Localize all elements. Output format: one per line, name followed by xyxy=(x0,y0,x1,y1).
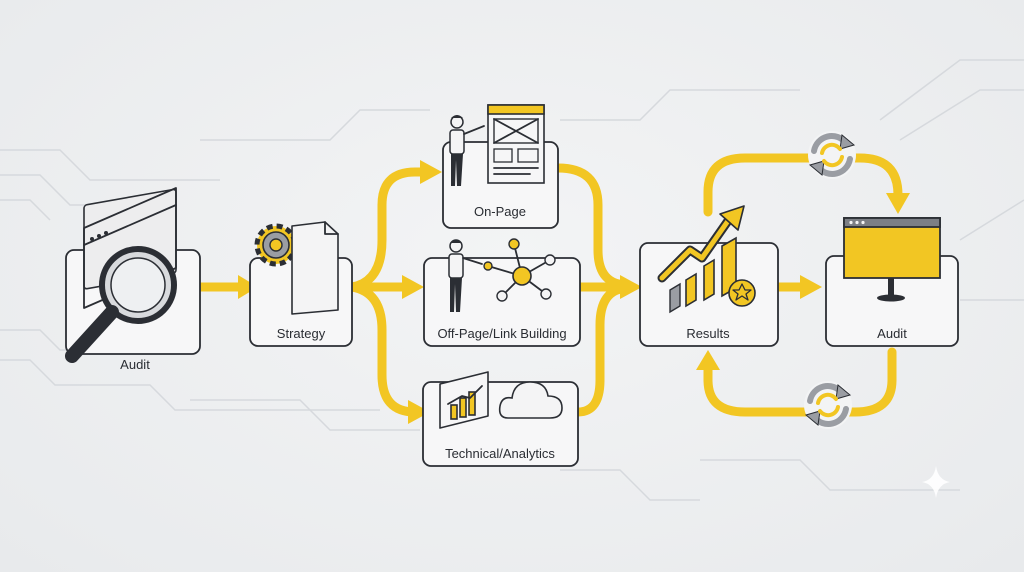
refresh-cycle-icon xyxy=(808,131,856,179)
monitor-icon xyxy=(843,217,941,302)
gear-icon xyxy=(254,223,298,267)
arrow-strategy-to-on-page xyxy=(347,167,429,292)
star-badge-icon xyxy=(728,279,756,307)
cloud-icon xyxy=(498,381,563,419)
document-icon xyxy=(291,221,339,315)
loop-arrow-bottom xyxy=(703,347,897,417)
node-strategy: Strategy xyxy=(249,221,353,347)
node-on-page: On-Page xyxy=(442,104,559,229)
node-label: Strategy xyxy=(277,326,326,341)
node-off-page: Off-Page/Link Building xyxy=(423,238,581,347)
chart-icon xyxy=(439,371,489,429)
node-label: Off-Page/Link Building xyxy=(437,326,566,341)
arrow-strategy-to-technical xyxy=(347,282,420,417)
node-label: Audit xyxy=(120,357,150,372)
arrow-on-page-to-results xyxy=(553,163,633,290)
wireframe-icon xyxy=(487,104,545,184)
node-label: On-Page xyxy=(474,204,526,219)
network-icon xyxy=(483,238,556,302)
sparkle-icon xyxy=(922,466,950,498)
refresh-cycle-icon xyxy=(804,381,852,429)
node-audit-start: Audit xyxy=(65,187,201,372)
flow-arrows xyxy=(185,153,910,424)
node-label: Audit xyxy=(877,326,907,341)
node-audit-end: Audit xyxy=(825,217,959,347)
background-circuit-lines xyxy=(0,59,1024,501)
node-label: Technical/Analytics xyxy=(445,446,555,461)
node-label: Results xyxy=(686,326,730,341)
arrow-technical-to-results xyxy=(573,283,631,417)
loop-arrow-top xyxy=(703,153,903,217)
browser-window-icon xyxy=(83,187,177,309)
node-results: Results xyxy=(639,205,779,347)
person-icon xyxy=(448,239,483,312)
person-icon xyxy=(449,115,485,186)
node-technical: Technical/Analytics xyxy=(422,371,579,467)
magnifier-icon xyxy=(65,246,177,363)
